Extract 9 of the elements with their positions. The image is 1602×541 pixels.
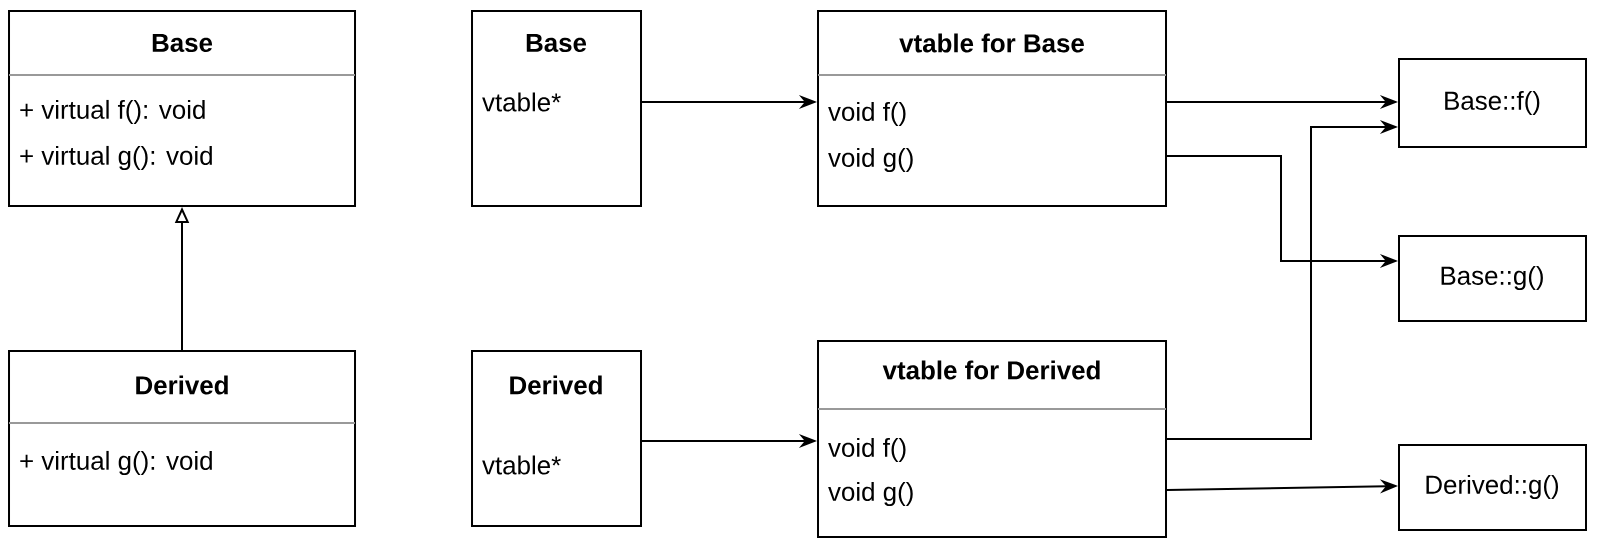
class-box: Base + virtual f(): void + virtual g(): void (8, 10, 356, 207)
class-box: Derived + virtual g(): void (8, 350, 356, 527)
function-box: Base::f() (1398, 58, 1587, 148)
function-box: Base::g() (1398, 235, 1587, 322)
object-box: Base vtable* (471, 10, 642, 207)
vtable-box: vtable for Derived void f() void g() (817, 340, 1167, 538)
object-box: Derived vtable* (471, 350, 642, 527)
function-box: Derived::g() (1398, 444, 1587, 531)
vtable-box: vtable for Base void f() void g() (817, 10, 1167, 207)
